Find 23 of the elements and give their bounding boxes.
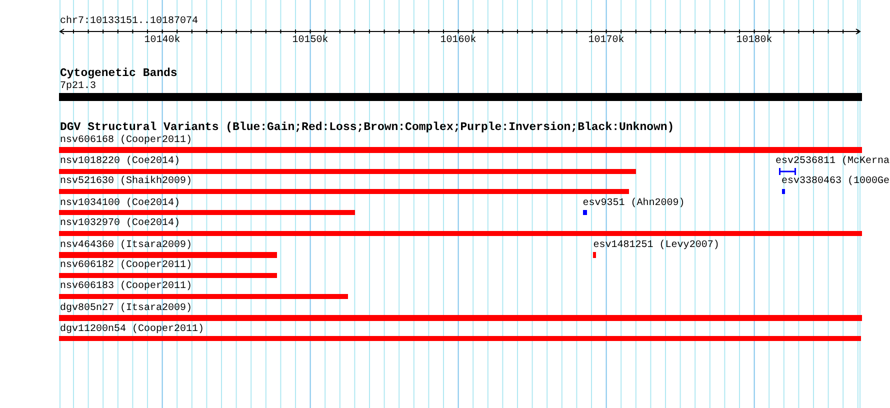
tick-label: 10140k	[144, 35, 180, 46]
tick-label: 10170k	[588, 35, 624, 46]
variant-label: nsv606168 (Cooper2011)	[60, 134, 192, 146]
variant-label: esv3380463 (1000Ge	[782, 176, 890, 188]
variant-label: nsv1018220 (Coe2014)	[60, 156, 180, 167]
track-title: Cytogenetic Bands	[60, 67, 178, 80]
tick-label: 10180k	[736, 35, 772, 46]
variant-label: esv2536811 (McKerna	[776, 156, 890, 167]
locus-label: chr7:10133151..10187074	[60, 16, 198, 26]
variant-label: esv9351 (Ahn2009)	[582, 198, 685, 209]
variant-label: esv1481251 (Levy2007)	[593, 240, 720, 250]
tick-label: 10150k	[292, 35, 328, 46]
variant-label: nsv606182 (Cooper2011)	[60, 260, 192, 272]
variant-label: nsv464360 (Itsara2009)	[60, 240, 192, 250]
variant-label: nsv1032970 (Coe2014)	[60, 218, 180, 229]
variant-label: nsv1034100 (Coe2014)	[60, 198, 180, 209]
variant-label: nsv606183 (Cooper2011)	[60, 281, 192, 292]
variant-label: nsv521630 (Shaikh2009)	[60, 176, 192, 188]
tick-label: 10160k	[440, 35, 476, 46]
band-label: 7p21.3	[60, 80, 96, 92]
variant-label: dgv805n27 (Itsara2009)	[60, 302, 192, 314]
variant-label: dgv11200n54 (Cooper2011)	[60, 324, 204, 335]
track-title: DGV Structural Variants (Blue:Gain;Red:Loss;Brown:Complex;Purple:Inversion;Black:Unknown)	[60, 121, 674, 134]
